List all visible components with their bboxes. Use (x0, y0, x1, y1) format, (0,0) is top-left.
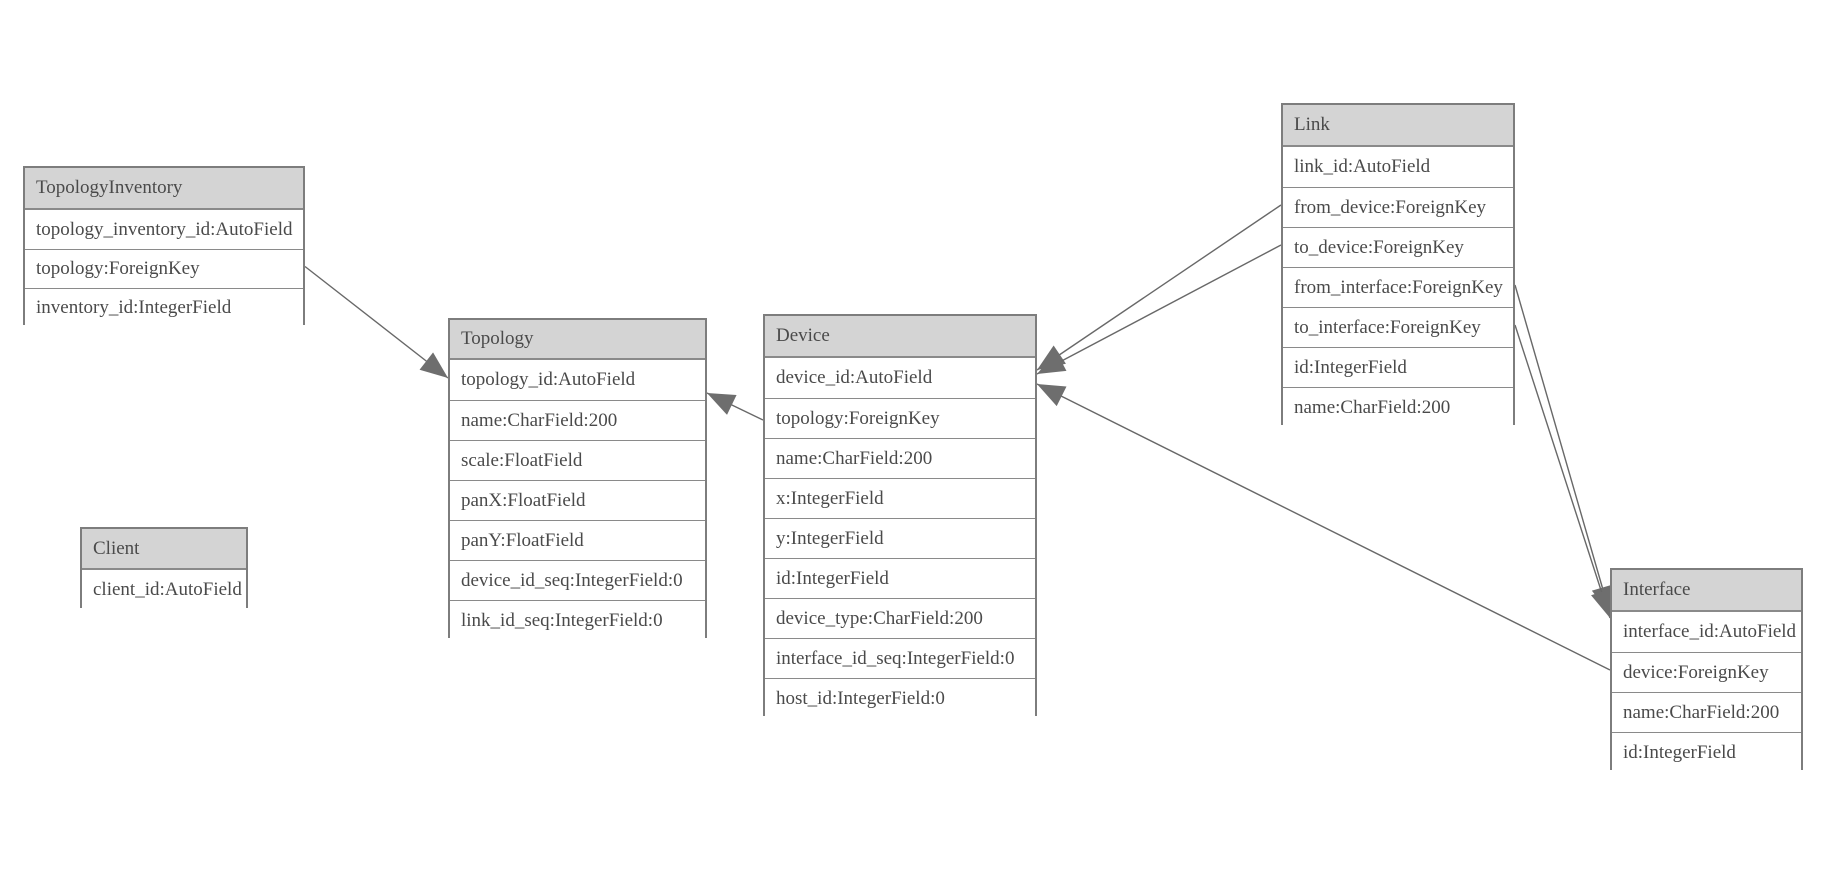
entity-field-row: from_device:ForeignKey (1283, 187, 1513, 227)
entity-field-row: link_id:AutoField (1283, 147, 1513, 187)
entity-title: TopologyInventory (25, 168, 303, 210)
entity-field-row: panY:FloatField (450, 520, 705, 560)
entity-field-row: to_interface:ForeignKey (1283, 307, 1513, 347)
entity-field-row: device_type:CharField:200 (765, 598, 1035, 638)
entity-field-row: to_device:ForeignKey (1283, 227, 1513, 267)
entity-field-row: name:CharField:200 (765, 438, 1035, 478)
entity-field-row: device_id:AutoField (765, 358, 1035, 398)
entity-title: Topology (450, 320, 705, 360)
entity-field-row: inventory_id:IntegerField (25, 288, 303, 327)
entity-field-row: name:CharField:200 (450, 400, 705, 440)
fk-edge-link-to_device (1036, 244, 1282, 375)
entity-field-row: topology:ForeignKey (765, 398, 1035, 438)
fk-edge-link-from_device (1036, 204, 1282, 371)
entity-field-row: device:ForeignKey (1612, 652, 1801, 692)
entity-field-row: interface_id:AutoField (1612, 612, 1801, 652)
entity-field-row: topology:ForeignKey (25, 249, 303, 288)
entity-field-row: host_id:IntegerField:0 (765, 678, 1035, 718)
entity-field-row: panX:FloatField (450, 480, 705, 520)
entity-field-row: client_id:AutoField (82, 570, 246, 610)
entity-field-row: topology_id:AutoField (450, 360, 705, 400)
entity-field-row: x:IntegerField (765, 478, 1035, 518)
entity-field-row: from_interface:ForeignKey (1283, 267, 1513, 307)
entity-field-row: name:CharField:200 (1612, 692, 1801, 732)
fk-edge-topologyinventory-topology (304, 265, 449, 379)
entity-field-row: scale:FloatField (450, 440, 705, 480)
entity-field-row: link_id_seq:IntegerField:0 (450, 600, 705, 640)
entity-title: Interface (1612, 570, 1801, 612)
entity-field-row: topology_inventory_id:AutoField (25, 210, 303, 249)
entity-field-row: id:IntegerField (765, 558, 1035, 598)
fk-edge-interface-device (1036, 383, 1611, 671)
fk-edge-device-topology (706, 392, 764, 421)
entity-field-row: id:IntegerField (1612, 732, 1801, 772)
entity-field-row: device_id_seq:IntegerField:0 (450, 560, 705, 600)
entity-title: Client (82, 529, 246, 570)
entity-field-row: name:CharField:200 (1283, 387, 1513, 427)
fk-edge-link-from_interface (1514, 284, 1613, 615)
entity-field-row: y:IntegerField (765, 518, 1035, 558)
entity-title: Link (1283, 105, 1513, 147)
entity-title: Device (765, 316, 1035, 358)
entity-field-row: interface_id_seq:IntegerField:0 (765, 638, 1035, 678)
fk-edge-link-to_interface (1514, 324, 1612, 619)
entity-field-row: id:IntegerField (1283, 347, 1513, 387)
